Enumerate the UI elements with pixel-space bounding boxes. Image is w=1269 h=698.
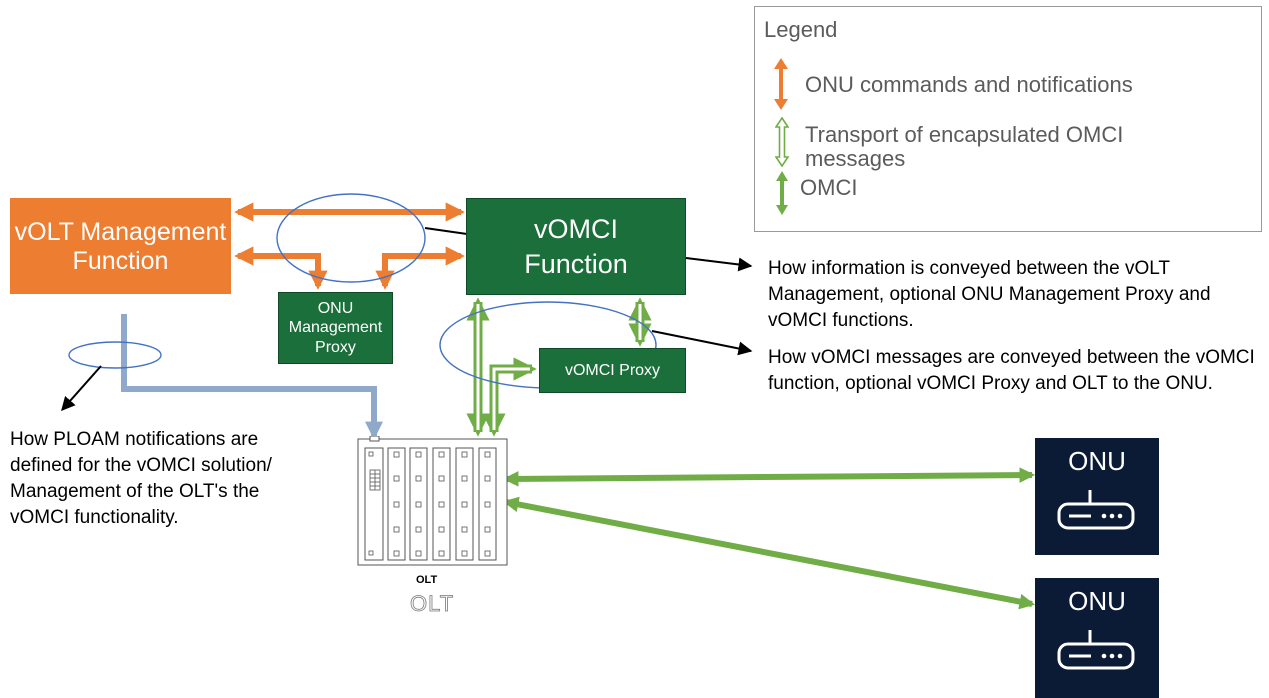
olt-label: OLT <box>416 574 438 586</box>
ellipse-volt-vomci <box>276 193 426 283</box>
vomci-proxy-label: vOMCI Proxy <box>564 361 661 379</box>
annotation-ploam: How PLOAM notifications are defined for … <box>10 429 272 528</box>
ellipse-ploam <box>68 341 162 369</box>
hollow-green-double-arrow-icon <box>775 117 789 167</box>
orange-double-arrow-icon <box>774 58 788 110</box>
olt-label-large: OLT <box>410 591 455 617</box>
volt-management-function-box: vOLT Management Function <box>10 198 231 294</box>
vomci-function-box: vOMCI Function <box>466 198 686 295</box>
onu-device-1: ONU <box>1035 438 1159 555</box>
router-icon <box>1057 490 1135 530</box>
annotation-vomci-messages: How vOMCI messages are conveyed between … <box>768 347 1255 394</box>
router-icon <box>1057 630 1135 670</box>
onu-management-proxy-box: ONU Management Proxy <box>278 292 393 364</box>
vomci-proxy-box: vOMCI Proxy <box>539 348 686 393</box>
legend-title: Legend <box>764 17 838 42</box>
onu-mgmt-proxy-label: ONU Management Proxy <box>288 300 383 356</box>
ploam-arrow <box>121 314 383 440</box>
omci-arrow-onu-1 <box>502 467 1036 487</box>
annotation-info-conveyed: How information is conveyed between the … <box>768 258 1211 331</box>
volt-label: vOLT Management Function <box>14 217 227 275</box>
omci-arrow-onu-2 <box>502 496 1036 610</box>
proxy-vomci-arrow <box>375 246 465 290</box>
onu-label: ONU <box>1068 446 1126 476</box>
legend-item-onu-commands: ONU commands and notifications <box>805 72 1133 97</box>
volt-proxy-arrow <box>234 246 328 290</box>
legend-item-transport: Transport of encapsulated OMCI messages <box>805 122 1124 171</box>
onu-device-2: ONU <box>1035 578 1159 698</box>
onu-label: ONU <box>1068 586 1126 616</box>
legend-item-omci: OMCI <box>800 175 858 200</box>
green-double-arrow-icon <box>776 171 788 215</box>
legend-box: Legend ONU commands and notifications Tr… <box>754 6 1262 232</box>
vomci-label: vOMCI Function <box>524 213 628 279</box>
olt-chassis-icon <box>357 436 508 566</box>
